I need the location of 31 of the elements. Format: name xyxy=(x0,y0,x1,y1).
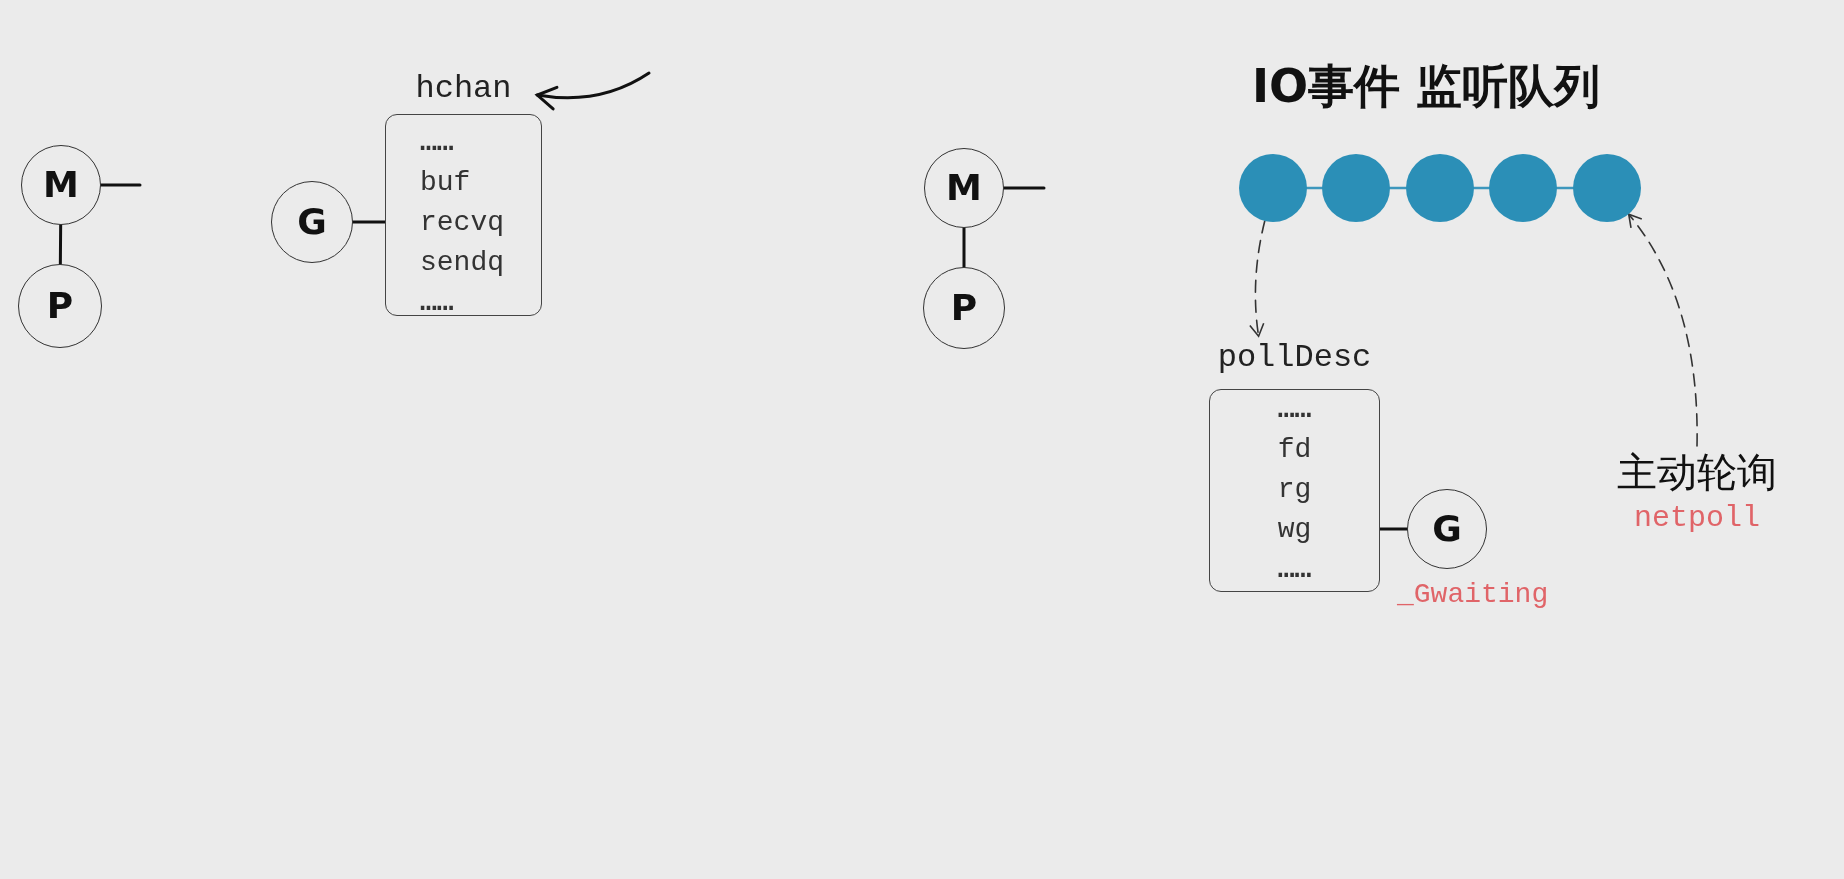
dashed-arrow xyxy=(1627,213,1698,447)
field-name: sendq xyxy=(420,246,505,280)
field-name: …… xyxy=(1276,553,1313,587)
connector-line xyxy=(351,220,387,224)
diagram-title: IO事件 监听队列 xyxy=(1250,58,1602,114)
field-name: recvq xyxy=(420,206,505,240)
node-label: M xyxy=(946,170,982,206)
connector-line xyxy=(58,223,63,266)
node-label: G xyxy=(1432,511,1462,547)
node-label: P xyxy=(950,290,978,326)
struct-name: pollDesc xyxy=(1216,340,1373,376)
node-label: G xyxy=(297,204,327,240)
dashed-arrow xyxy=(1249,220,1266,338)
node-label: M xyxy=(43,167,79,203)
connector-line xyxy=(962,226,966,269)
node-label: P xyxy=(46,288,74,324)
connector-line xyxy=(1002,186,1046,190)
field-name: …… xyxy=(420,126,455,160)
caption-text: 主动轮询 xyxy=(1616,448,1778,497)
connector-line xyxy=(99,183,142,187)
curved-arrow xyxy=(535,71,651,110)
field-name: …… xyxy=(420,286,455,320)
function-name: netpoll xyxy=(1633,500,1761,537)
struct-name: hchan xyxy=(414,71,513,107)
field-name: rg xyxy=(1276,473,1313,507)
field-name: fd xyxy=(1276,433,1313,467)
state-label: _Gwaiting xyxy=(1397,579,1549,610)
field-name: …… xyxy=(1276,393,1313,427)
field-name: wg xyxy=(1276,513,1313,547)
field-name: buf xyxy=(420,166,472,200)
connector-line xyxy=(1378,527,1409,531)
